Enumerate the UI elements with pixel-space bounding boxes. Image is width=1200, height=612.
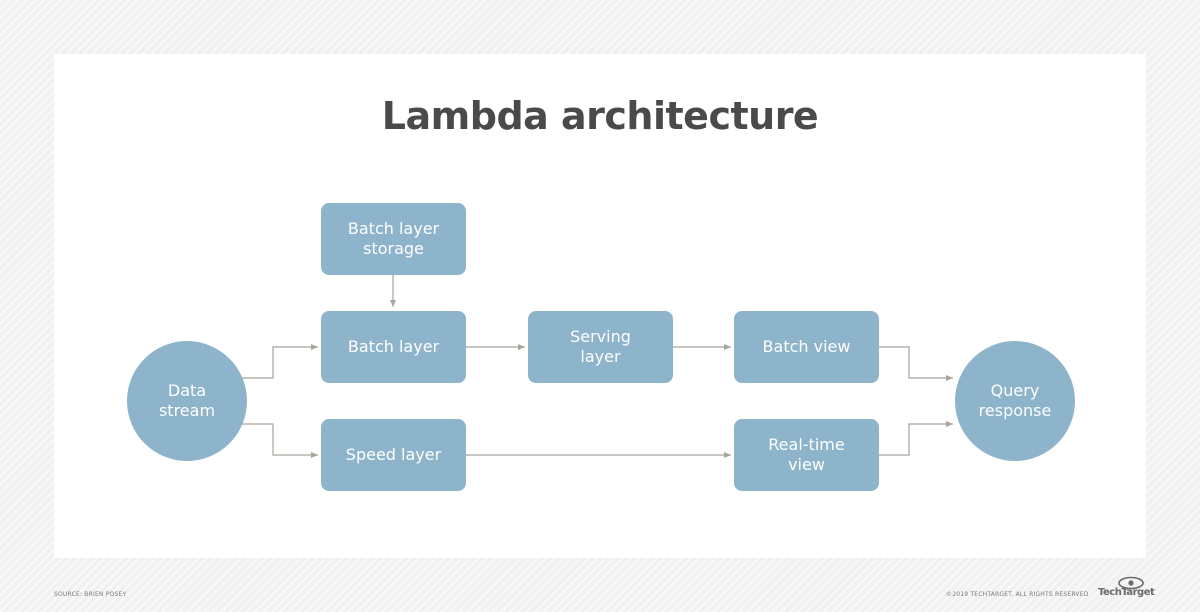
- node-speed-layer-label: Speed layer: [345, 445, 442, 464]
- node-data-stream: Data stream: [127, 341, 247, 461]
- techtarget-logo: TechTarget: [1098, 576, 1155, 600]
- connector-batch-view-to-query-response: [879, 346, 953, 381]
- node-batch-view: Batch view: [734, 311, 879, 383]
- node-batch-layer-storage-label: Batch layer storage: [347, 219, 440, 258]
- node-batch-view-label: Batch view: [762, 337, 851, 356]
- copyright-notice: ©2019 TECHTARGET. ALL RIGHTS RESERVED: [946, 591, 1089, 598]
- connector-data-stream-to-batch-layer: [242, 344, 318, 379]
- connector-real-time-view-to-query-response: [879, 421, 953, 456]
- node-batch-layer: Batch layer: [321, 311, 466, 383]
- node-real-time-view: Real-time view: [734, 419, 879, 491]
- diagram-title: Lambda architecture: [381, 94, 819, 138]
- node-serving-layer-label: Serving layer: [570, 327, 631, 366]
- node-query-response-label: Query response: [978, 381, 1052, 420]
- node-query-response: Query response: [955, 341, 1075, 461]
- node-data-stream-label: Data stream: [158, 381, 216, 420]
- node-speed-layer: Speed layer: [321, 419, 466, 491]
- source-credit: SOURCE: BRIEN POSEY: [54, 591, 127, 598]
- connector-data-stream-to-speed-layer: [242, 423, 318, 458]
- eye-icon: [1118, 576, 1144, 590]
- node-serving-layer: Serving layer: [528, 311, 673, 383]
- node-batch-layer-label: Batch layer: [347, 337, 440, 356]
- diagram-panel: [54, 54, 1146, 558]
- node-batch-layer-storage: Batch layer storage: [321, 203, 466, 275]
- logo-wordmark: TechTarget: [1098, 587, 1155, 598]
- node-real-time-view-label: Real-time view: [768, 435, 845, 474]
